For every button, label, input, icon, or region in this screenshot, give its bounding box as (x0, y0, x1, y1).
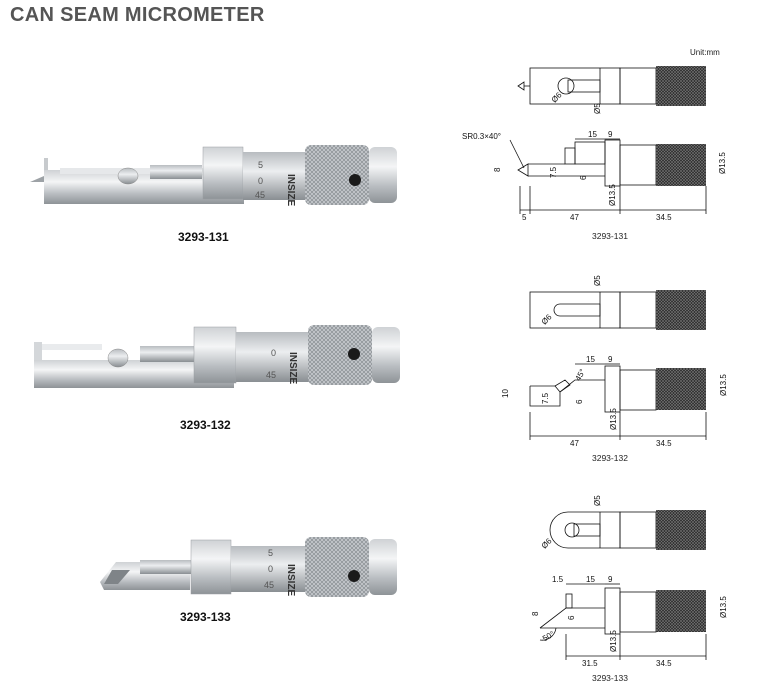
drawing-3-side-view: 1.5 15 9 8 6 50° Ø13.5 Ø13.5 31.5 34.5 (531, 575, 728, 668)
scale-tick: 45 (266, 370, 276, 380)
micrometer-photo-2: INSIZE 0 45 (34, 325, 400, 388)
dim-label: Ø13.5 (719, 596, 728, 618)
dim-label: Ø13.5 (609, 630, 618, 652)
drawing-2-top-view: Ø5 Ø6 (529, 275, 706, 330)
dim-label: 34.5 (656, 213, 672, 222)
dim-label: 47 (570, 213, 579, 222)
scale-tick: 0 (268, 564, 273, 574)
product-model-1: 3293-131 (178, 230, 229, 244)
page-title: CAN SEAM MICROMETER (10, 4, 265, 26)
dim-label: Ø13.5 (719, 374, 728, 396)
dim-label: Ø13.5 (609, 408, 618, 430)
dim-label: Ø5 (593, 495, 602, 506)
scale-tick: 0 (258, 176, 263, 186)
dim-label: 31.5 (582, 659, 598, 668)
dim-label: 9 (608, 130, 613, 139)
dim-label: 47 (570, 439, 579, 448)
dim-label: 9 (608, 575, 613, 584)
dim-label: 15 (586, 575, 595, 584)
drawing-2-side-view: 15 9 45° 10 7.5 6 Ø13.5 Ø13.5 47 34.5 (501, 355, 728, 448)
scale-tick: 45 (264, 580, 274, 590)
brand-logo: INSIZE (285, 564, 296, 597)
drawing-model-1: 3293-131 (592, 231, 628, 241)
dim-label: Ø13.5 (608, 184, 617, 206)
drawing-1-top-view: Ø6 Ø5 (517, 66, 706, 114)
dim-label: 8 (531, 611, 540, 616)
scale-tick: 45 (255, 190, 265, 200)
dim-label: 6 (575, 399, 584, 404)
brand-logo: INSIZE (287, 352, 298, 385)
product-model-3: 3293-133 (180, 610, 231, 624)
dim-label: 1.5 (552, 575, 564, 584)
dim-label: 8 (493, 167, 502, 172)
drawing-model-2: 3293-132 (592, 453, 628, 463)
dim-label: 15 (588, 130, 597, 139)
dim-label: Ø13.5 (718, 152, 727, 174)
dim-label: Ø5 (593, 103, 602, 114)
unit-label: Unit:mm (690, 48, 720, 57)
product-model-2: 3293-132 (180, 418, 231, 432)
dim-label: Ø6 (540, 312, 554, 326)
drawing-1-side-view: SR0.3×40° 15 9 8 7.5 6 Ø13.5 Ø13.5 5 47 … (462, 130, 727, 222)
dim-label: 6 (567, 615, 576, 620)
dim-label: 34.5 (656, 439, 672, 448)
dim-label: 7.5 (541, 392, 550, 404)
dim-label: 5 (522, 213, 527, 222)
drawing-model-3: 3293-133 (592, 673, 628, 683)
scale-tick: 5 (258, 160, 263, 170)
micrometer-photo-3: INSIZE 5 0 45 (100, 537, 397, 597)
dim-label: 15 (586, 355, 595, 364)
drawing-3-top-view: Ø5 Ø6 (540, 495, 706, 550)
dim-label: 7.5 (549, 166, 558, 178)
dim-label: SR0.3×40° (462, 132, 501, 141)
dim-label: Ø5 (593, 275, 602, 286)
dim-label: 10 (501, 389, 510, 398)
dim-label: 34.5 (656, 659, 672, 668)
dim-label: 6 (579, 175, 588, 180)
scale-tick: 0 (271, 348, 276, 358)
micrometer-photo-1: INSIZE 5 0 45 (30, 145, 397, 207)
brand-logo: INSIZE (285, 174, 296, 207)
dim-label: 9 (608, 355, 613, 364)
dim-label: 50° (541, 629, 556, 643)
scale-tick: 5 (268, 548, 273, 558)
